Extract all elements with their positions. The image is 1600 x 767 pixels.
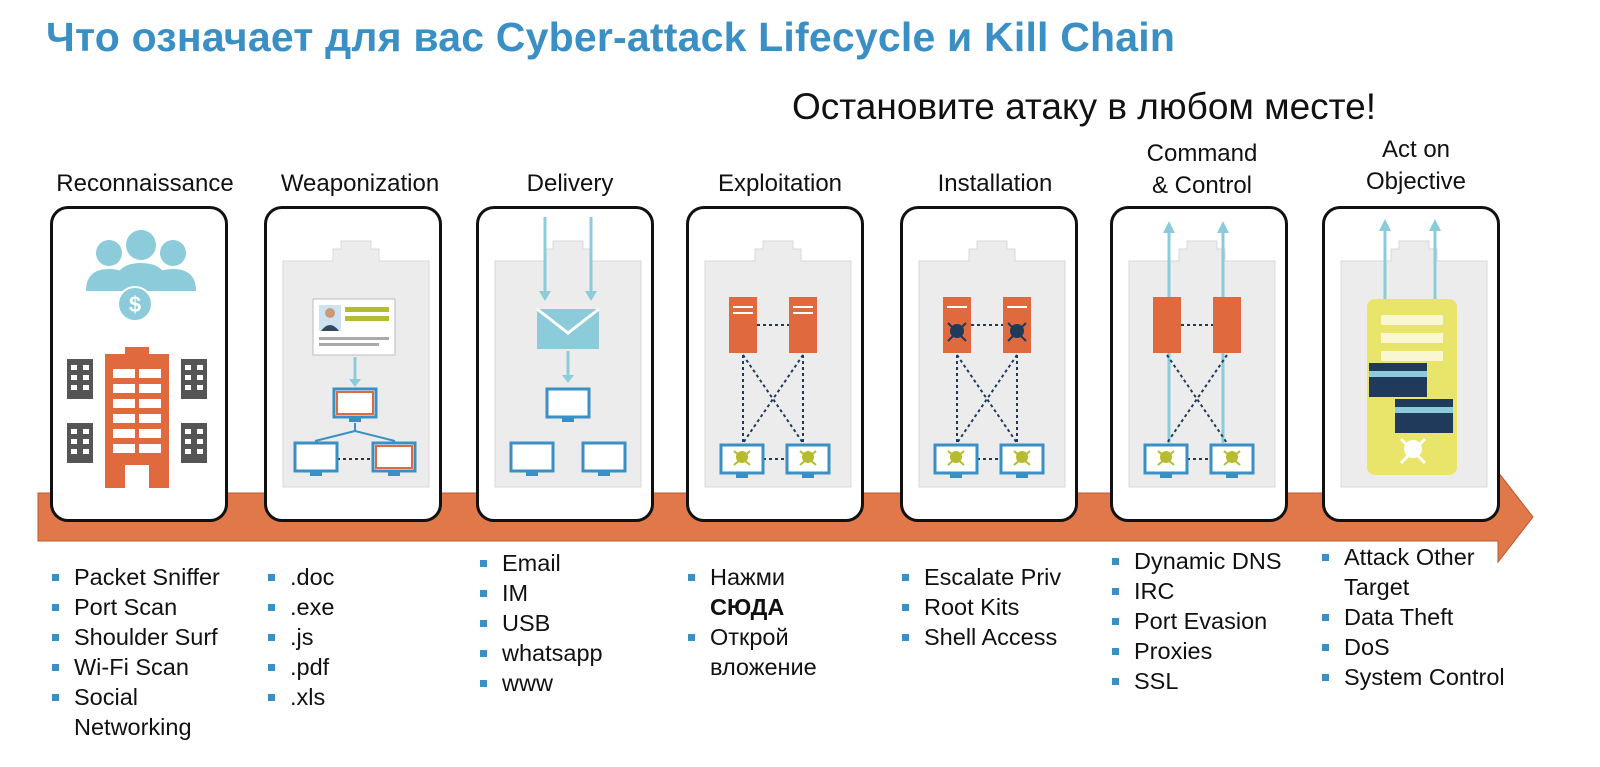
list-command-control: Dynamic DNS IRC Port Evasion Proxies SSL (1110, 546, 1282, 696)
stage-title-installation: Installation (937, 170, 1053, 197)
list-item: .pdf (266, 652, 334, 682)
credit-card-icon (1369, 363, 1427, 397)
card-command-control (1110, 206, 1288, 522)
list-item-continuation: СЮДА (710, 594, 785, 620)
list-reconnaissance: Packet Sniffer Port Scan Shoulder Surf W… (50, 562, 220, 742)
list-item: .js (266, 622, 334, 652)
computer-icon-infected (371, 441, 417, 476)
list-weaponization: .doc .exe .js .pdf .xls (266, 562, 334, 712)
stage-title-line: Objective (1365, 168, 1467, 195)
list-item: Shell Access (900, 622, 1061, 652)
stage-title-act-on-objective: Act on Objective (1316, 134, 1516, 198)
list-item: Attack Other (1320, 542, 1505, 572)
list-item-continuation: Networking (74, 714, 192, 740)
dollar-icon: $ (129, 292, 141, 317)
list-item: Packet Sniffer (50, 562, 220, 592)
list-item: Data Theft (1320, 602, 1505, 632)
page-subtitle: Остановите атаку в любом месте! (792, 86, 1377, 127)
card-delivery (476, 206, 654, 522)
stage-title-line: & Control (1151, 172, 1253, 199)
computer-icon-infected (332, 387, 378, 422)
list-item: .xls (266, 682, 334, 712)
list-item: .doc (266, 562, 334, 592)
list-item: Root Kits (900, 592, 1061, 622)
list-item: Dynamic DNS (1110, 546, 1282, 576)
stage-title-weaponization: Weaponization (280, 170, 440, 197)
infected-computer-icon (785, 443, 831, 478)
email-envelope-icon (536, 307, 600, 349)
stage-title-delivery: Delivery (526, 170, 614, 197)
list-item: Открой (686, 622, 817, 652)
list-item: Port Evasion (1110, 606, 1282, 636)
card-exploitation (686, 206, 864, 522)
list-item: Shoulder Surf (50, 622, 220, 652)
list-item: Social (50, 682, 220, 712)
card-installation (900, 206, 1078, 522)
list-item: Port Scan (50, 592, 220, 622)
stage-title-exploitation: Exploitation (717, 170, 843, 197)
list-item: www (478, 668, 603, 698)
infected-computer-icon (933, 443, 979, 478)
list-item: Proxies (1110, 636, 1282, 666)
infected-computer-icon (1143, 443, 1189, 478)
list-item: DoS (1320, 632, 1505, 662)
document-icon (312, 298, 396, 356)
stage-title-line: Act on (1381, 136, 1451, 163)
card-reconnaissance: $ (50, 206, 228, 522)
server-icon (1153, 297, 1241, 353)
stage-title-command-control: Command & Control (1102, 138, 1302, 202)
list-item: IM (478, 578, 603, 608)
stage-title-line: Command (1146, 140, 1258, 167)
list-exploitation: Нажми СЮДА Открой вложение (686, 562, 817, 682)
computer-icon (293, 441, 339, 476)
card-weaponization (264, 206, 442, 522)
computer-icon (545, 387, 591, 422)
page-title: Что означает для вас Cyber-attack Lifecy… (46, 14, 1176, 60)
computer-icon (509, 441, 555, 476)
infected-computer-icon (999, 443, 1045, 478)
list-item: System Control (1320, 662, 1505, 692)
list-item: whatsapp (478, 638, 603, 668)
list-item: Email (478, 548, 603, 578)
list-act-on-objective: Attack Other Target Data Theft DoS Syste… (1320, 542, 1505, 692)
stage-title-reconnaissance: Reconnaissance (56, 170, 234, 197)
infected-computer-icon (719, 443, 765, 478)
list-item-continuation: Target (1344, 574, 1410, 600)
card-act-on-objective (1322, 206, 1500, 522)
list-item: IRC (1110, 576, 1282, 606)
skull-crossbones-icon (1399, 437, 1427, 465)
list-delivery: Email IM USB whatsapp www (478, 548, 603, 698)
computer-icon (581, 441, 627, 476)
infected-computer-icon (1209, 443, 1255, 478)
list-item: Wi-Fi Scan (50, 652, 220, 682)
list-item: .exe (266, 592, 334, 622)
list-item: USB (478, 608, 603, 638)
users-icon (86, 230, 196, 322)
list-item: SSL (1110, 666, 1282, 696)
credit-card-icon (1395, 399, 1453, 433)
list-item-continuation: вложение (710, 654, 817, 680)
list-installation: Escalate Priv Root Kits Shell Access (900, 562, 1061, 652)
list-item: Нажми (686, 562, 817, 592)
office-building-icon (105, 347, 169, 488)
list-item: Escalate Priv (900, 562, 1061, 592)
